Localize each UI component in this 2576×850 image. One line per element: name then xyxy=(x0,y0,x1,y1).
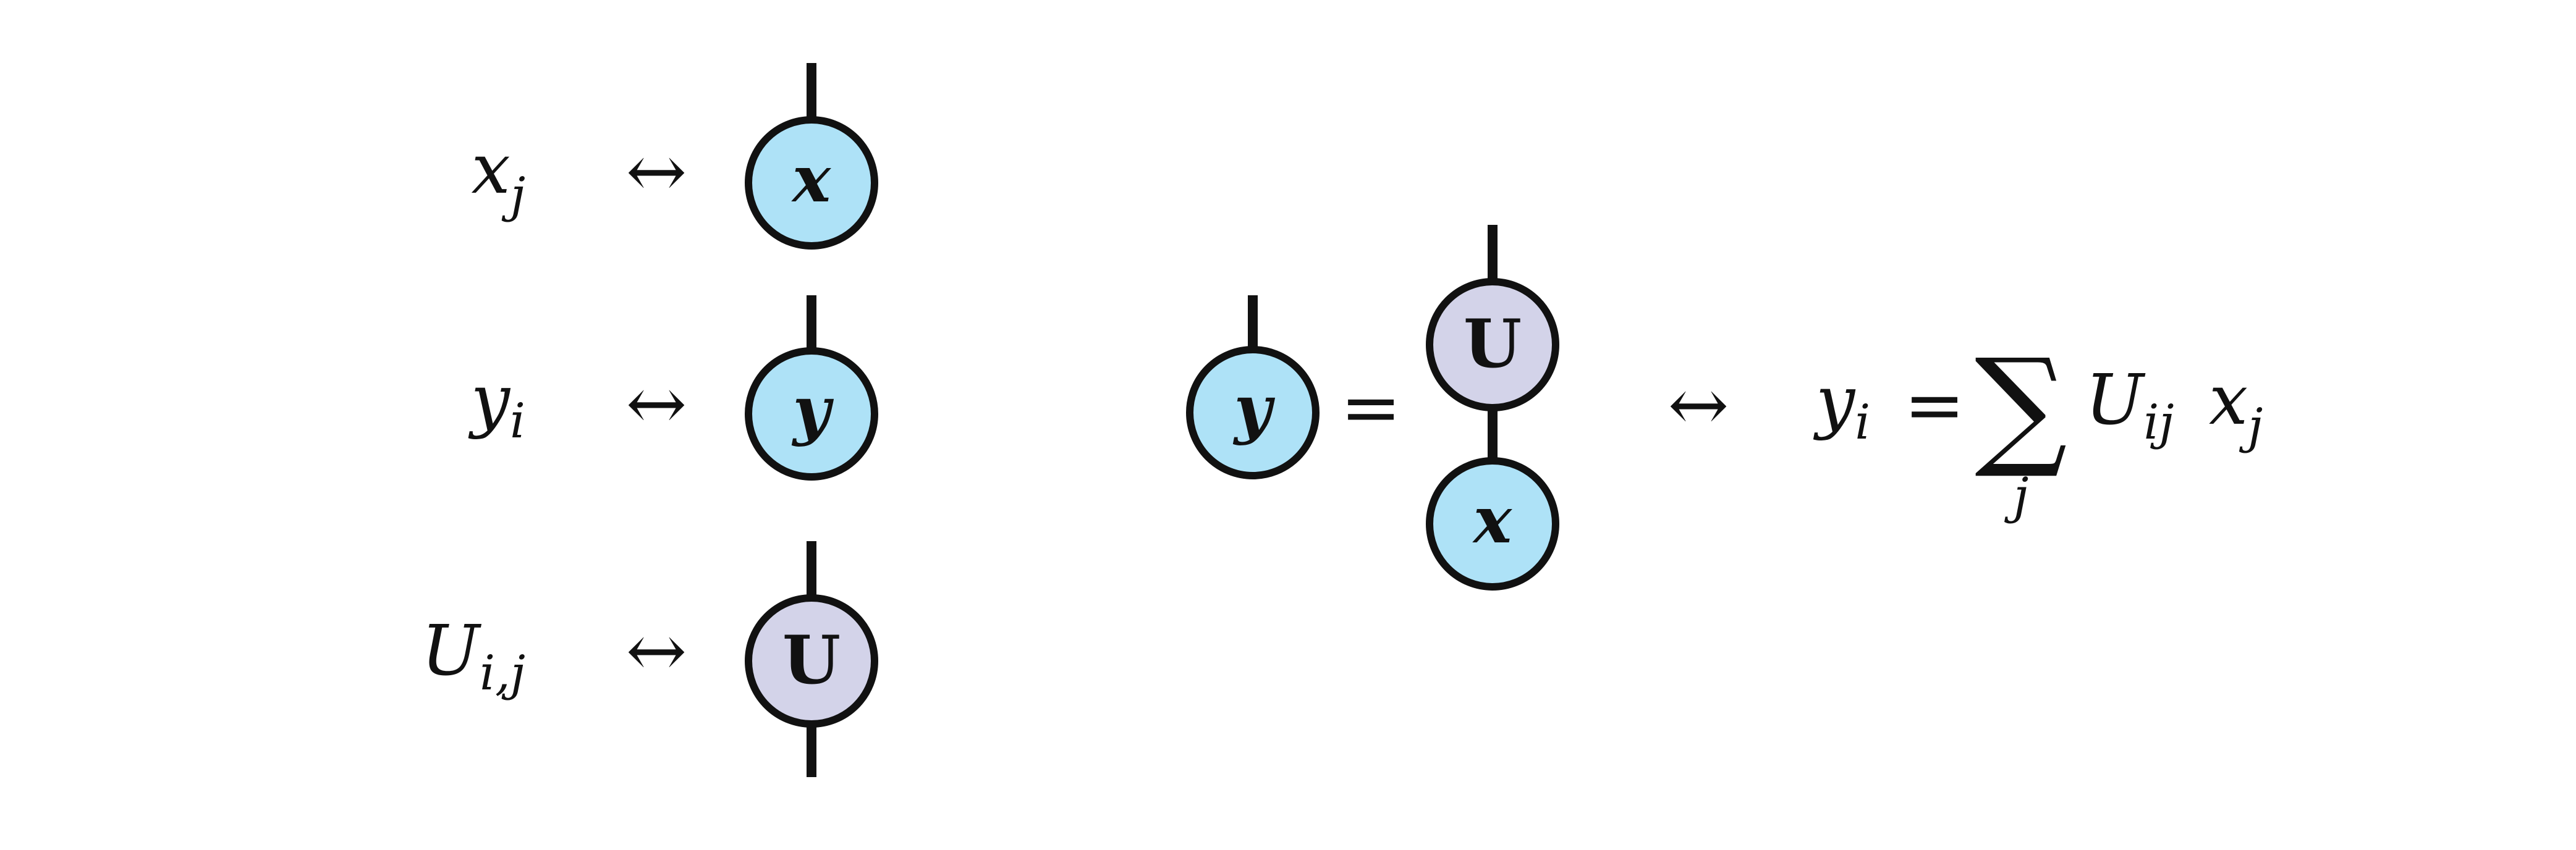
eq-node-y xyxy=(1186,346,1320,479)
eq-node-u-label: U xyxy=(1464,305,1522,383)
formula-term-x: xj xyxy=(2209,360,2263,454)
formula-equals: = xyxy=(1904,362,1965,447)
formula-sum-sign: ∑ xyxy=(1975,330,2067,482)
node-u-label: U xyxy=(782,621,841,699)
equation-arrow: ↔ xyxy=(1668,362,1729,447)
legend-symbol-u: Ui,j xyxy=(422,611,525,701)
eq-node-x xyxy=(1426,457,1559,591)
node-u xyxy=(745,594,878,728)
equation-lhs: y xyxy=(1186,295,1320,479)
equation-formula: yi = ∑ j Uij xj xyxy=(1813,330,2263,524)
node-y-label: y xyxy=(792,372,834,448)
legend-row-x: xj ↔ x xyxy=(472,63,878,250)
eq-node-u xyxy=(1426,278,1559,411)
legend-symbol-y: yi xyxy=(468,360,525,449)
legend-arrow-y: ↔ xyxy=(626,361,687,446)
equation-equals-sign: = xyxy=(1341,364,1402,450)
node-x-label: x xyxy=(791,141,831,217)
formula-lhs: yi xyxy=(1813,361,1870,450)
node-x xyxy=(745,116,878,250)
equation-rhs-network: U x xyxy=(1426,225,1559,591)
node-y xyxy=(745,347,878,481)
legend-row-y: yi ↔ y xyxy=(468,295,878,481)
legend-row-u: Ui,j ↔ U xyxy=(422,541,878,777)
legend-arrow-u: ↔ xyxy=(626,608,687,693)
eq-node-y-label: y xyxy=(1233,371,1276,447)
formula-term-u: Uij xyxy=(2085,360,2174,450)
eq-node-x-label: x xyxy=(1472,482,1512,558)
legend-symbol-x: xj xyxy=(472,129,525,223)
legend-arrow-x: ↔ xyxy=(626,128,687,214)
